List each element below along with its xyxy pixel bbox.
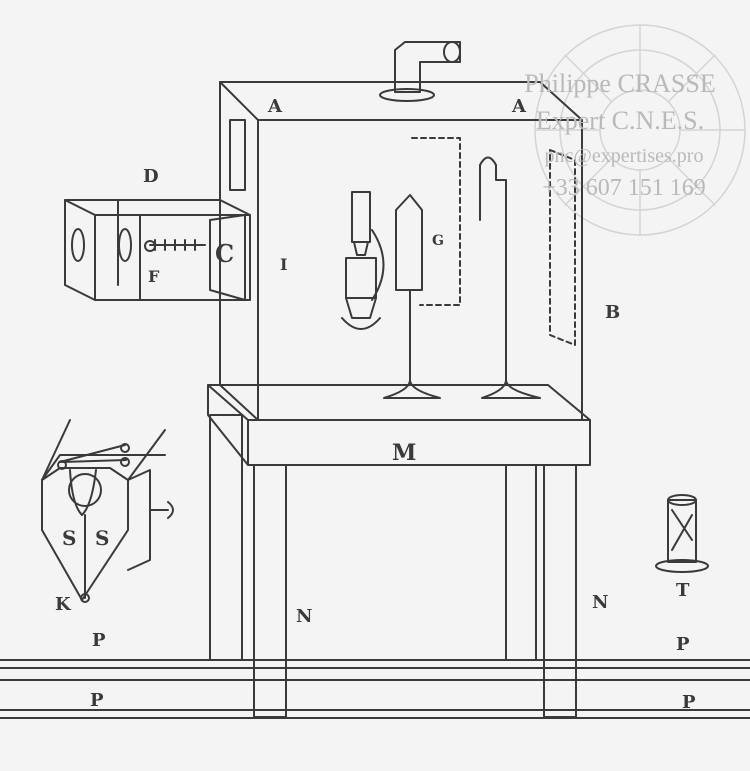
- label-g: G: [432, 233, 444, 249]
- label-p-left-lower: P: [90, 690, 104, 711]
- table: [207, 384, 591, 718]
- watermark-email: pnc@expertises.pro: [545, 145, 704, 167]
- cylinder-detail: [655, 494, 709, 573]
- floor-rails: [0, 659, 750, 719]
- label-s-right: S: [95, 526, 109, 550]
- label-s-left: S: [62, 526, 76, 550]
- lens-tube: [64, 199, 251, 301]
- lantern-cabinet: [219, 41, 583, 421]
- label-c: C: [215, 239, 234, 268]
- label-b: B: [605, 302, 620, 323]
- label-m: M: [392, 440, 416, 466]
- chimney: [394, 41, 461, 93]
- label-k: K: [55, 594, 72, 615]
- lamp-assembly: [341, 137, 541, 399]
- label-i: I: [280, 255, 287, 274]
- label-n-right: N: [592, 592, 608, 613]
- label-f: F: [148, 267, 160, 286]
- label-p-right-lower: P: [682, 692, 696, 713]
- label-d: D: [143, 166, 159, 187]
- label-n-left: N: [296, 606, 312, 627]
- watermark-phone: +33 607 151 169: [542, 175, 706, 201]
- label-t: T: [676, 580, 690, 601]
- label-p-right-upper: P: [676, 634, 690, 655]
- label-p-left-upper: P: [92, 630, 106, 651]
- watermark-seal: [534, 24, 746, 236]
- label-a-right: A: [511, 96, 527, 117]
- watermark-text: Philippe CRASSE Expert C.N.E.S. pnc@expe…: [524, 69, 715, 201]
- label-a-left: A: [267, 96, 283, 117]
- watermark-name: Philippe CRASSE: [524, 69, 715, 98]
- watermark-role: Expert C.N.E.S.: [536, 106, 704, 135]
- clamp-detail: [41, 419, 174, 603]
